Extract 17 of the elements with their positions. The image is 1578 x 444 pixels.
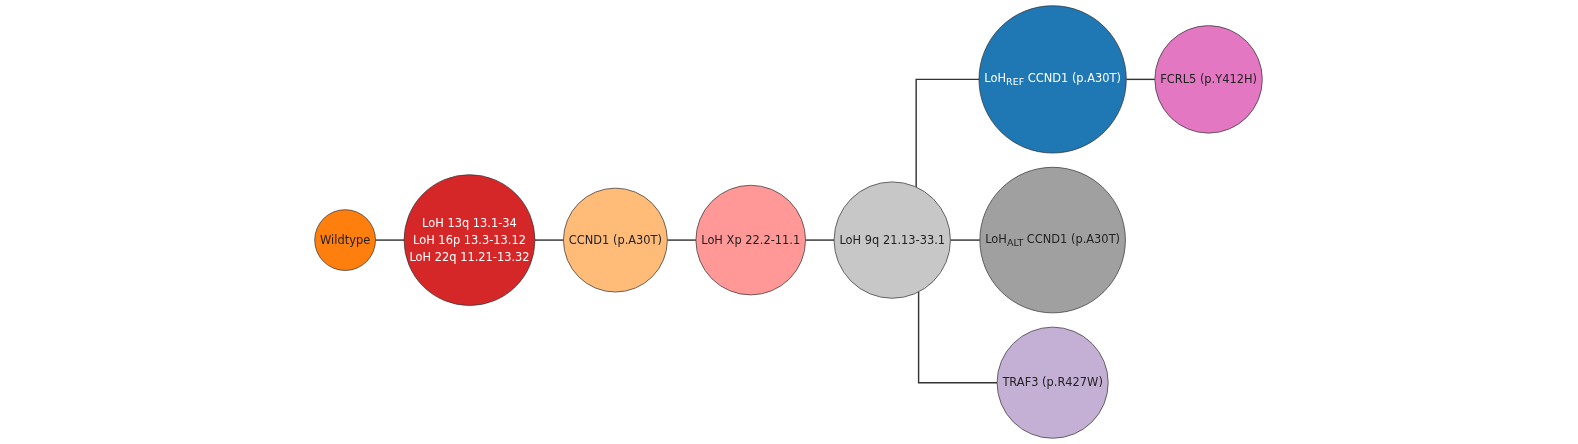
connector [667,239,698,241]
connector [534,239,565,241]
node-circle: LoH$_{REF}$ CCND1 (p.A30T) [979,5,1128,154]
node-circle: LoH$_{ALT}$ CCND1 (p.A30T) [979,166,1127,314]
connector [950,239,982,241]
connector [805,239,836,241]
node-circle: Wildtype [314,209,377,271]
connector [915,78,981,188]
node-circle: LoH 9q 21.13-33.1 [834,181,952,299]
connector [918,291,999,384]
node-circle: LoH Xp 22.2-11.1 [696,184,807,296]
connector [375,239,406,241]
node-circle: FCRL5 (p.Y412H) [1154,25,1264,134]
node-circle: CCND1 (p.A30T) [563,187,669,293]
node-circle: TRAF3 (p.R427W) [997,326,1110,439]
connector [1126,78,1156,81]
node-circle: LoH 13q 13.1-34 LoH 16p 13.3-13.12 LoH 22q 11.21-13.32 [404,174,536,306]
